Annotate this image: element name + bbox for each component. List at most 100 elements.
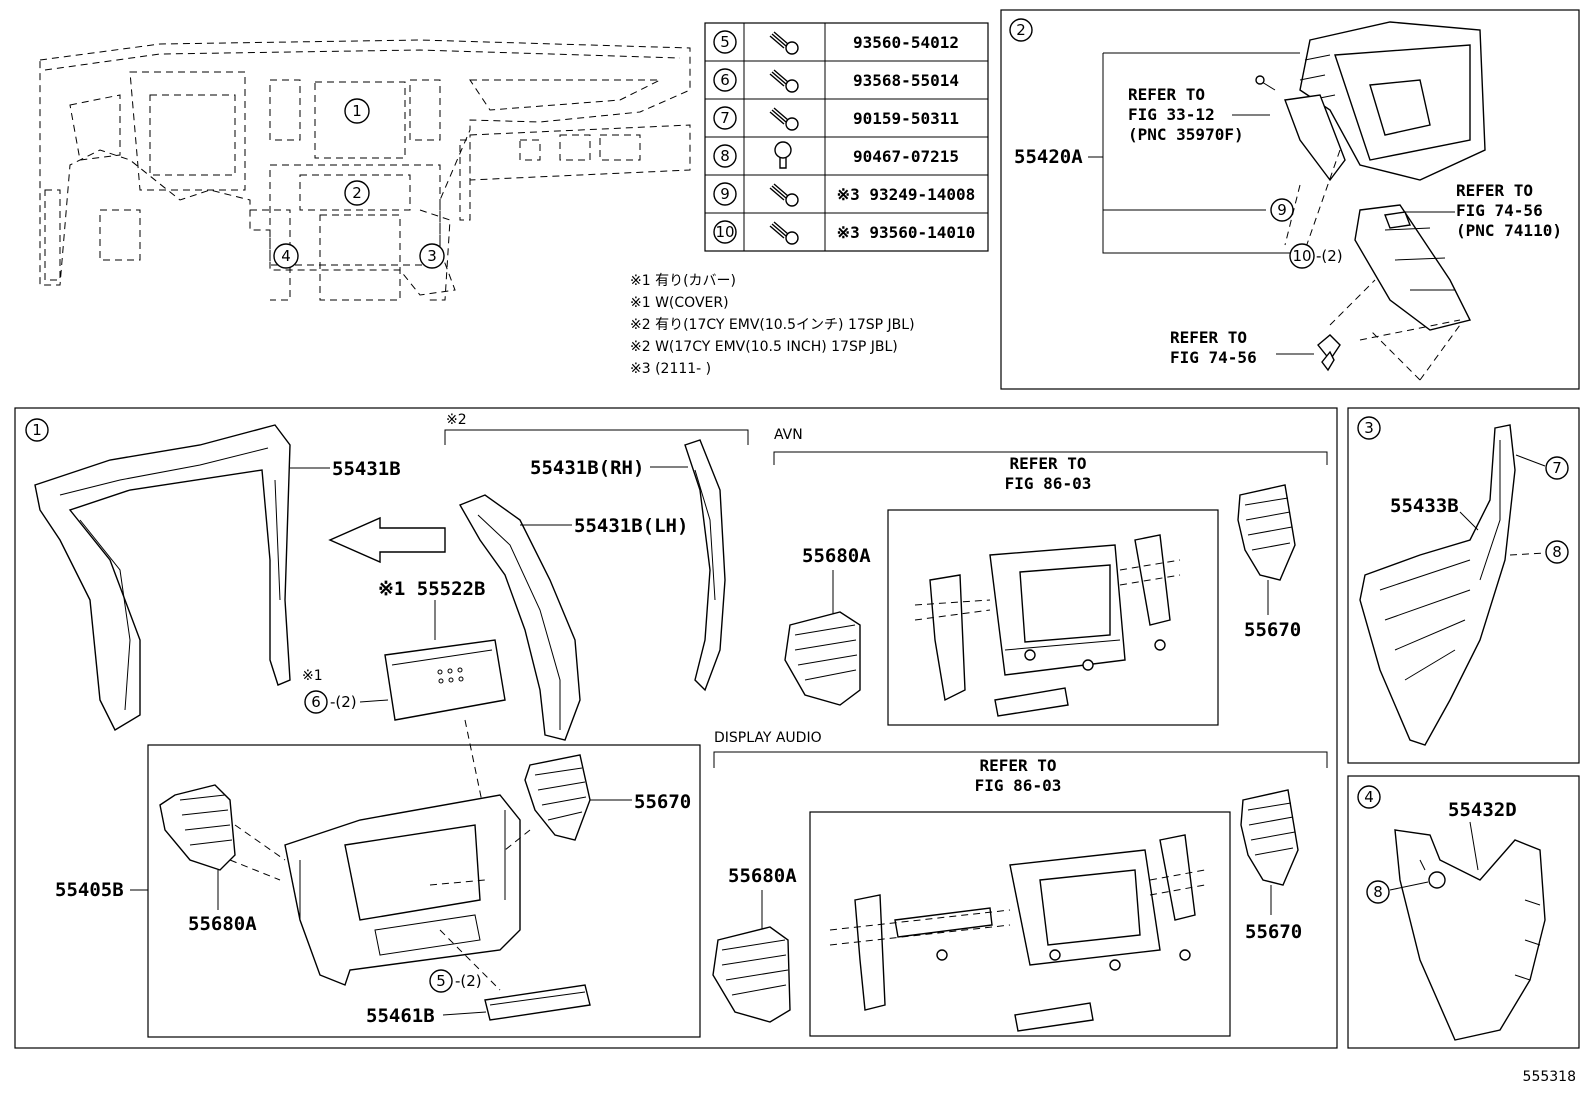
trim-frame-55431B [34, 424, 291, 731]
cover-55522B [384, 639, 506, 721]
overview-callout-2: 2 [352, 184, 362, 202]
side-panel-55433B [1359, 424, 1516, 746]
table-row: 8 90467-07215 [713, 141, 959, 169]
dashboard-overview: 1 2 3 4 [39, 39, 691, 301]
row-number: 5 [720, 33, 730, 51]
vent-55680A [159, 784, 236, 871]
part-label-55680A: 55680A [802, 545, 871, 567]
table-row: 9 ※3 93249-14008 [713, 182, 976, 207]
table-row: 5 93560-54012 [713, 30, 959, 55]
part-label-55670: 55670 [1244, 619, 1301, 641]
table-row: 7 90159-50311 [713, 106, 959, 131]
note-line: ※1 W(COVER) [630, 295, 729, 311]
part-label-55680A: 55680A [728, 865, 797, 887]
row-number: 8 [720, 147, 730, 165]
part-label-55680A: 55680A [188, 913, 257, 935]
callout-8: 8 [1373, 883, 1383, 901]
table-row: 10 ※3 93560-14010 [713, 220, 976, 245]
vent-55670-avn [1237, 484, 1296, 581]
figure-number: 555318 [1523, 1069, 1576, 1085]
row-number: 7 [720, 109, 730, 127]
callout-10: 10 [1292, 247, 1311, 265]
refer-text: (PNC 35970F) [1128, 125, 1244, 144]
screw-icon [769, 107, 799, 131]
bolt-icon [769, 221, 799, 245]
trim-55431B-lh [458, 494, 581, 741]
display-audio-label: DISPLAY AUDIO [714, 730, 822, 746]
bolt-icon [769, 69, 799, 93]
panel-1: 1 55431B ※2 55431B(LH) 55431B(R [14, 407, 1338, 1049]
switch-module-drawing [1354, 204, 1472, 331]
mark-1: ※1 [302, 668, 323, 684]
callout-8: 8 [1552, 543, 1562, 561]
panel-2: 2 55420A REFER TO FIG 33-12 (PNC 35970F) [1000, 9, 1580, 390]
callout-5: 5 [436, 972, 446, 990]
panel-number: 1 [32, 421, 42, 439]
mark-2: ※2 [446, 412, 467, 428]
refer-text: REFER TO [1456, 181, 1533, 200]
refer-text: FIG 86-03 [975, 776, 1062, 795]
console-assembly-drawing [1255, 21, 1486, 182]
refer-text: FIG 74-56 [1456, 201, 1543, 220]
connector-icon [1317, 334, 1341, 372]
table-row: 6 93568-55014 [713, 68, 959, 93]
part-label-55670: 55670 [1245, 921, 1302, 943]
note-line: ※3 (2111- ) [630, 361, 711, 377]
row-number: 6 [720, 71, 730, 89]
part-number: 93568-55014 [853, 71, 959, 90]
refer-text: REFER TO [1128, 85, 1205, 104]
note-line: ※2 有り(17CY EMV(10.5インチ) 17SP JBL) [630, 317, 915, 333]
vent-55670-display-audio [1240, 789, 1299, 886]
head-unit-avn [929, 534, 1171, 717]
part-label-55431B: 55431B [332, 458, 401, 480]
part-number: 90467-07215 [853, 147, 959, 166]
part-label-55433B: 55433B [1390, 495, 1459, 517]
part-label-55461B: 55461B [366, 1005, 435, 1027]
clip-icon [774, 141, 792, 169]
part-label-55522B: ※1 55522B [378, 578, 485, 600]
quantity-label: -(2) [330, 693, 357, 711]
overview-callout-3: 3 [427, 247, 437, 265]
part-label-55670: 55670 [634, 791, 691, 813]
callout-6: 6 [311, 693, 321, 711]
avn-label: AVN [774, 427, 803, 443]
bolt-icon [769, 31, 799, 55]
part-number: ※3 93249-14008 [837, 185, 976, 204]
panel-number: 3 [1364, 419, 1374, 437]
bolt-icon [769, 183, 799, 207]
vent-55680A-avn [784, 611, 861, 706]
refer-text: FIG 86-03 [1005, 474, 1092, 493]
row-number: 9 [720, 185, 730, 203]
refer-text: REFER TO [1009, 454, 1086, 473]
panel-4: 4 55432D 8 [1347, 775, 1580, 1049]
vent-55670 [524, 754, 591, 841]
panel-number: 2 [1016, 21, 1026, 39]
part-label-55431B-rh: 55431B(RH) [530, 457, 644, 479]
direction-arrow-icon [328, 516, 446, 564]
quantity-label: -(2) [455, 972, 482, 990]
callout-9: 9 [1277, 201, 1287, 219]
refer-text: REFER TO [979, 756, 1056, 775]
refer-text: FIG 33-12 [1128, 105, 1215, 124]
refer-text: FIG 74-56 [1170, 348, 1257, 367]
vent-55680A-display-audio [712, 926, 791, 1023]
note-line: ※2 W(17CY EMV(10.5 INCH) 17SP JBL) [630, 339, 898, 355]
refer-text: REFER TO [1170, 328, 1247, 347]
part-number: ※3 93560-14010 [837, 223, 976, 242]
part-number: 93560-54012 [853, 33, 959, 52]
panel-55461B [484, 984, 591, 1021]
side-panel-55432D [1394, 829, 1546, 1041]
callout-7: 7 [1552, 459, 1562, 477]
head-unit-display-audio [854, 834, 1196, 1032]
part-label-55432D: 55432D [1448, 799, 1517, 821]
row-number: 10 [715, 223, 734, 241]
overview-callout-1: 1 [352, 102, 362, 120]
part-number: 90159-50311 [853, 109, 959, 128]
panel-3: 3 55433B 7 8 [1347, 407, 1580, 764]
bezel-55405B [284, 794, 521, 986]
quantity-label: -(2) [1316, 247, 1343, 265]
fastener-table: 5 93560-54012 6 93568-55014 7 90159-5031… [704, 22, 989, 252]
notes: ※1 有り(カバー) ※1 W(COVER) ※2 有り(17CY EMV(10… [630, 273, 915, 377]
trim-55431B-rh [684, 439, 726, 692]
